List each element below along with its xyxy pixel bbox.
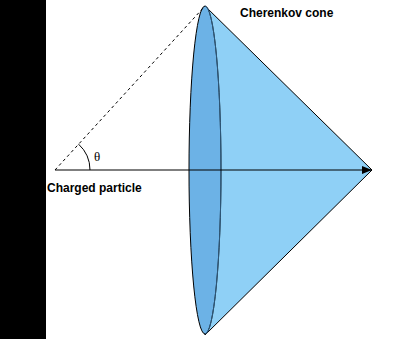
black-band — [0, 0, 46, 339]
angle-arc — [79, 144, 90, 170]
dashed-ray — [55, 6, 205, 170]
particle-label: Charged particle — [47, 182, 142, 195]
cone-label: Cherenkov cone — [240, 7, 333, 20]
angle-symbol: θ — [94, 150, 100, 164]
particle-track — [55, 169, 371, 170]
